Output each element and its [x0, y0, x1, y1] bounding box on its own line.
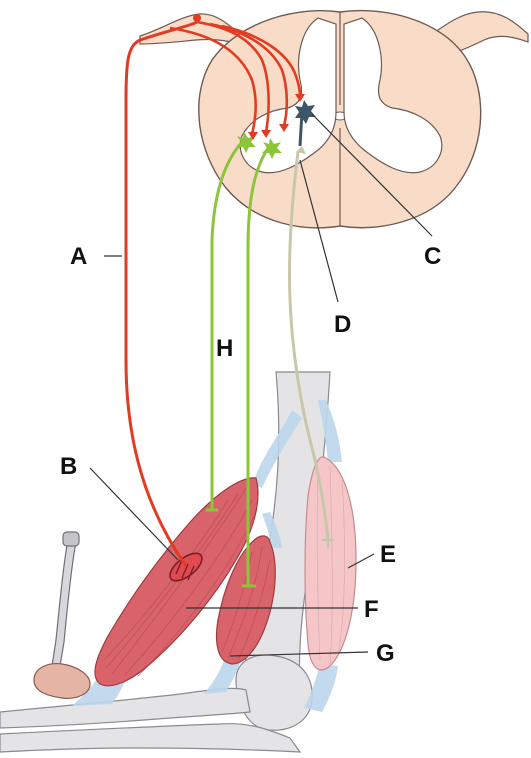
label-H: H	[216, 335, 233, 362]
leader-B	[90, 468, 178, 560]
forearm-bone-upper	[0, 688, 250, 728]
muscles	[95, 457, 356, 686]
elbow-joint	[236, 655, 312, 730]
spinal-cord	[140, 11, 528, 228]
label-D: D	[334, 311, 351, 338]
label-E: E	[380, 541, 396, 568]
label-C: C	[424, 243, 441, 270]
motor-neuron-soma	[193, 14, 201, 22]
label-B: B	[60, 453, 77, 480]
label-F: F	[364, 596, 379, 623]
label-A: A	[70, 243, 87, 270]
reflex-hammer-icon	[34, 532, 90, 698]
forearm-bone-lower	[0, 724, 300, 752]
label-G: G	[376, 640, 395, 667]
